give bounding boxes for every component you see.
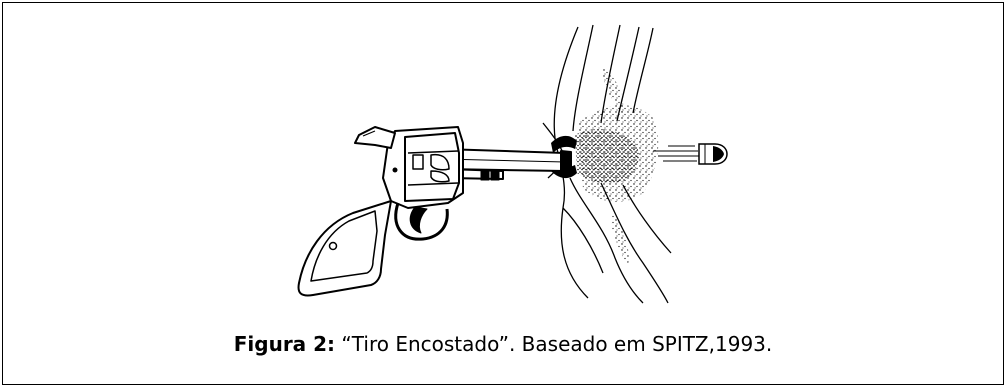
powder-stipple (575, 68, 659, 265)
skin-tissue (542, 24, 672, 304)
caption-label: Figura 2: (233, 332, 336, 356)
bullet-trajectory (653, 145, 700, 162)
revolver-icon (297, 126, 572, 297)
bullet-icon (698, 143, 728, 165)
revolver-contact-shot-icon (297, 24, 728, 304)
caption-text: “Tiro Encostado”. Baseado em SPITZ,1993. (335, 332, 773, 356)
figure-frame: Figura 2: “Tiro Encostado”. Baseado em S… (2, 2, 1004, 385)
figure-caption: Figura 2: “Tiro Encostado”. Baseado em S… (3, 332, 1003, 356)
